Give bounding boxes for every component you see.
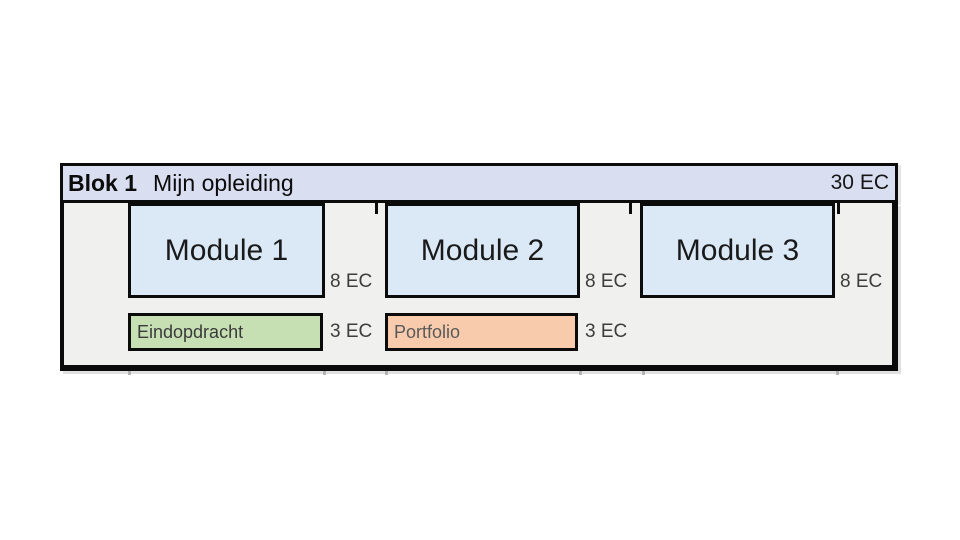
module-box-3: Module 3: [640, 203, 835, 298]
module-1-ec-label: 8 EC: [330, 271, 373, 292]
column-tick: [837, 202, 840, 214]
bottom-tick: [836, 371, 839, 375]
eindopdracht-box: Eindopdracht: [128, 313, 323, 351]
column-tick: [629, 202, 632, 214]
module-2-ec-label: 8 EC: [585, 271, 628, 292]
block-header: Blok 1 Mijn opleiding 30 EC: [60, 163, 898, 203]
module-3-ec-label: 8 EC: [840, 271, 883, 292]
block-label: Blok 1: [68, 169, 138, 196]
module-box-2: Module 2: [385, 203, 580, 298]
module-label: Module 3: [675, 233, 800, 267]
bottom-tick: [323, 371, 326, 375]
bottom-tick: [579, 371, 582, 375]
portfolio-ec-label: 3 EC: [585, 321, 628, 342]
program-title: Mijn opleiding: [153, 169, 294, 196]
module-box-1: Module 1: [128, 203, 325, 298]
bottom-tick: [385, 371, 388, 375]
column-tick: [375, 202, 378, 214]
eindopdracht-ec-label: 3 EC: [330, 321, 373, 342]
bottom-tick: [128, 371, 131, 375]
bottom-tick: [642, 371, 645, 375]
total-ec-label: 30 EC: [830, 171, 889, 194]
deliverable-label: Portfolio: [394, 321, 461, 342]
deliverable-label: Eindopdracht: [137, 321, 244, 342]
module-label: Module 1: [164, 233, 289, 267]
portfolio-box: Portfolio: [385, 313, 578, 351]
module-label: Module 2: [420, 233, 545, 267]
